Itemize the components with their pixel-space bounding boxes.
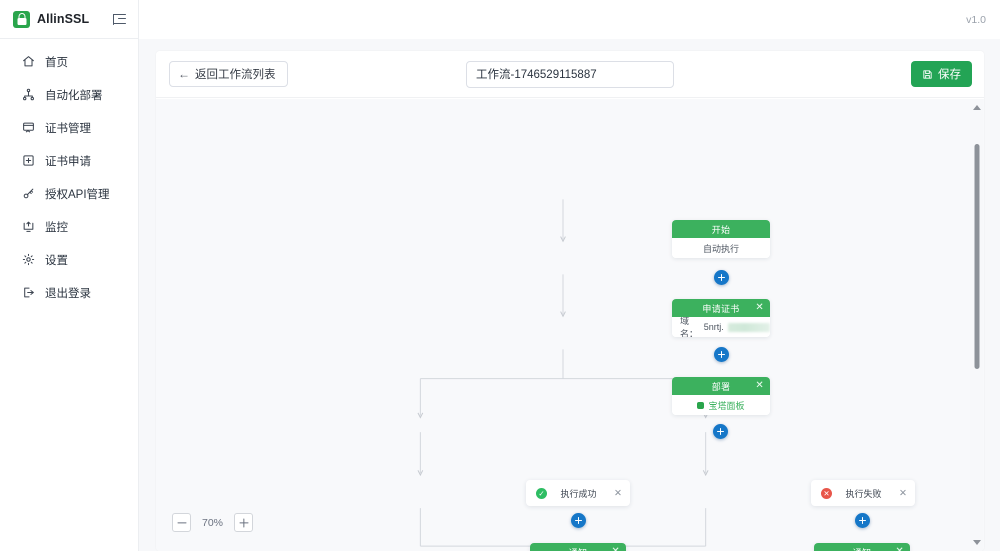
flow-node-title: 申请证书 ✕ bbox=[672, 299, 770, 317]
flow-graph: 开始 自动执行 申请证书 ✕ bbox=[156, 99, 984, 551]
flow-node-start[interactable]: 开始 自动执行 bbox=[672, 220, 770, 258]
scroll-up-arrow-icon[interactable] bbox=[972, 105, 981, 110]
flow-node-title: 开始 bbox=[672, 220, 770, 238]
back-to-workflow-list-button[interactable]: ← 返回工作流列表 bbox=[169, 61, 288, 87]
flow-node-title-text: 通知 bbox=[569, 546, 588, 551]
monitor-icon bbox=[22, 220, 35, 233]
zoom-in-button[interactable] bbox=[234, 513, 254, 532]
home-icon bbox=[22, 55, 35, 68]
sidebar-item-label: 授权API管理 bbox=[45, 188, 110, 201]
flow-node-body-text: 自动执行 bbox=[702, 243, 739, 254]
zoom-control: 70% bbox=[172, 513, 254, 532]
plus-square-icon bbox=[22, 154, 35, 167]
version-label: v1.0 bbox=[966, 13, 986, 26]
add-node-after-apply-button[interactable] bbox=[714, 347, 729, 362]
save-button-label: 保存 bbox=[938, 69, 961, 81]
zoom-percent-label: 70% bbox=[202, 516, 224, 529]
flow-node-body-text: 宝塔面板 bbox=[708, 400, 745, 411]
gear-icon bbox=[22, 253, 35, 266]
flow-node-title: 通知 ✕ bbox=[814, 543, 910, 551]
arrow-left-icon: ← bbox=[178, 67, 190, 81]
bt-panel-icon bbox=[697, 401, 705, 409]
flow-node-apply-cert[interactable]: 申请证书 ✕ 域名： 5nrtj. bbox=[672, 299, 770, 337]
zoom-out-button[interactable] bbox=[172, 513, 191, 532]
flow-node-title-text: 开始 bbox=[711, 224, 731, 235]
flow-node-title-text: 通知 bbox=[853, 546, 872, 551]
sidebar-item-monitor[interactable]: 监控 bbox=[0, 210, 138, 243]
sidebar-item-label: 设置 bbox=[45, 254, 68, 267]
sidebar-item-settings[interactable]: 设置 bbox=[0, 243, 138, 276]
close-icon[interactable]: ✕ bbox=[611, 547, 620, 551]
main-area: v1.0 ← 返回工作流列表 bbox=[139, 0, 1000, 551]
key-icon bbox=[22, 187, 35, 200]
sidebar-item-label: 退出登录 bbox=[45, 287, 91, 300]
flow-node-body: 域名： 5nrtj. bbox=[672, 316, 770, 337]
sidebar-item-label: 证书管理 bbox=[45, 122, 91, 135]
flow-condition-success[interactable]: ✓ 执行成功 ✕ bbox=[526, 480, 630, 506]
add-node-after-start-button[interactable] bbox=[714, 270, 729, 285]
flow-node-title-text: 申请证书 bbox=[702, 303, 740, 314]
scrollbar-thumb[interactable] bbox=[974, 144, 979, 369]
sidebar-item-logout[interactable]: 退出登录 bbox=[0, 276, 138, 309]
save-button[interactable]: 保存 bbox=[911, 61, 972, 87]
sidebar-item-cert-apply[interactable]: 证书申请 bbox=[0, 144, 138, 177]
sidebar-nav: 首页 自动化部署 证书管理 bbox=[0, 39, 138, 309]
flow-node-body: 自动执行 bbox=[672, 238, 770, 258]
flow-condition-fail[interactable]: ✕ 执行失败 ✕ bbox=[811, 480, 915, 506]
flow-condition-label: 执行成功 bbox=[560, 488, 597, 499]
flow-condition-label: 执行失败 bbox=[845, 488, 882, 499]
flow-node-notify-success[interactable]: 通知 ✕ mail bbox=[530, 543, 626, 551]
scroll-down-arrow-icon[interactable] bbox=[972, 540, 981, 545]
brand-header: AllinSSL bbox=[0, 0, 138, 39]
certificate-icon bbox=[22, 121, 35, 134]
sidebar-item-home[interactable]: 首页 bbox=[0, 45, 138, 78]
check-circle-icon: ✓ bbox=[536, 487, 547, 499]
flow-node-deploy[interactable]: 部署 ✕ 宝塔面板 bbox=[672, 377, 770, 415]
save-icon bbox=[922, 69, 933, 80]
sidebar: AllinSSL 首页 bbox=[0, 0, 139, 551]
flow-node-title: 通知 ✕ bbox=[530, 543, 626, 551]
workflow-canvas[interactable]: 开始 自动执行 申请证书 ✕ bbox=[156, 99, 984, 551]
flow-node-body: 宝塔面板 bbox=[672, 395, 770, 415]
sidebar-item-label: 自动化部署 bbox=[45, 89, 103, 102]
sidebar-item-label: 首页 bbox=[45, 56, 68, 69]
topbar: v1.0 bbox=[139, 0, 1000, 39]
workflow-name-input[interactable] bbox=[466, 60, 674, 88]
lock-icon bbox=[13, 10, 30, 28]
flow-node-body-value: 5nrtj. bbox=[703, 322, 724, 332]
close-icon[interactable]: ✕ bbox=[755, 302, 764, 313]
brand-name: AllinSSL bbox=[37, 12, 90, 26]
add-node-after-deploy-button[interactable] bbox=[713, 424, 728, 439]
close-icon[interactable]: ✕ bbox=[895, 547, 904, 551]
add-node-after-condition-success-button[interactable] bbox=[571, 513, 586, 528]
sidebar-item-label: 证书申请 bbox=[45, 155, 91, 168]
flow-node-notify-fail[interactable]: 通知 ✕ mail bbox=[814, 543, 910, 551]
flow-node-title-text: 部署 bbox=[711, 381, 731, 392]
canvas-vertical-scrollbar[interactable] bbox=[970, 99, 983, 551]
close-icon[interactable]: ✕ bbox=[899, 487, 907, 499]
back-button-label: 返回工作流列表 bbox=[195, 69, 276, 81]
add-node-after-condition-fail-button[interactable] bbox=[855, 513, 870, 528]
sidebar-item-api-auth[interactable]: 授权API管理 bbox=[0, 177, 138, 210]
error-circle-icon: ✕ bbox=[821, 487, 832, 499]
flow-node-body-label: 域名： bbox=[680, 316, 699, 337]
sitemap-icon bbox=[22, 88, 35, 101]
workflow-panel: ← 返回工作流列表 保存 bbox=[156, 51, 984, 551]
flow-node-title: 部署 ✕ bbox=[672, 377, 770, 395]
logout-icon bbox=[22, 286, 35, 299]
content-wrapper: ← 返回工作流列表 保存 bbox=[139, 39, 1000, 551]
close-icon[interactable]: ✕ bbox=[755, 380, 764, 391]
sidebar-item-cert-manage[interactable]: 证书管理 bbox=[0, 111, 138, 144]
sidebar-item-auto-deploy[interactable]: 自动化部署 bbox=[0, 78, 138, 111]
redacted-domain-bar bbox=[727, 322, 770, 332]
close-icon[interactable]: ✕ bbox=[614, 487, 622, 499]
sidebar-item-label: 监控 bbox=[45, 221, 68, 234]
workflow-toolbar: ← 返回工作流列表 保存 bbox=[156, 51, 984, 98]
menu-collapse-icon[interactable] bbox=[113, 13, 126, 26]
